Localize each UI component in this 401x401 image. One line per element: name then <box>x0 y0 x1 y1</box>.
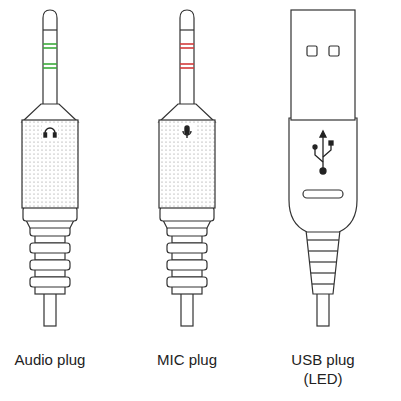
mic-jack <box>159 10 215 326</box>
usb-connector <box>289 10 357 326</box>
plug-label: Audio plug <box>15 350 86 369</box>
audio-jack <box>22 10 78 326</box>
plug-label: USB plug (LED) <box>281 350 365 388</box>
plug-label: MIC plug <box>157 350 217 369</box>
